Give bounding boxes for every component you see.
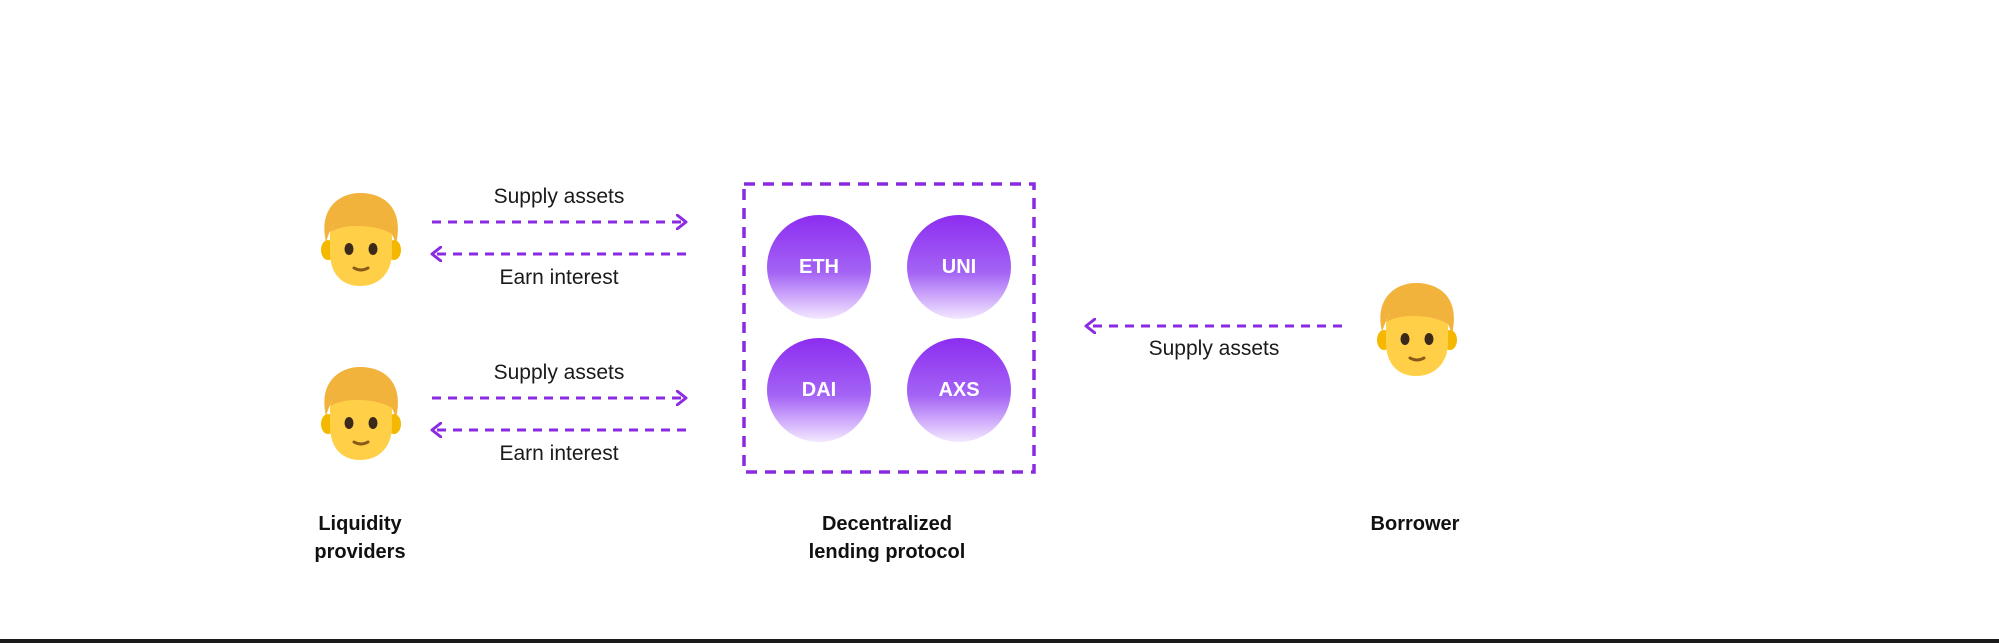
person-blond-hair-icon (1377, 282, 1457, 376)
protocol-box (742, 182, 1036, 474)
token-dai: DAI (767, 338, 871, 442)
person-blond-hair-icon (321, 192, 401, 286)
caption-line: Decentralized (821, 513, 953, 535)
borrower-supply-label: Supply assets (1148, 337, 1280, 360)
person-blond-hair-icon (321, 366, 401, 460)
supply-label-row-2: Supply assets (493, 361, 625, 384)
token-uni: UNI (907, 215, 1011, 319)
borrower-caption: Borrower (1370, 513, 1460, 535)
protocol-caption: Decentralized lending protocol (809, 510, 966, 566)
caption-line: Liquidity (318, 513, 402, 535)
caption-line: providers (314, 541, 406, 563)
earn-label-row-2: Earn interest (499, 442, 619, 465)
token-eth: ETH (767, 215, 871, 319)
token-axs: AXS (907, 338, 1011, 442)
bottom-divider (0, 639, 1999, 643)
caption-line: lending protocol (808, 541, 966, 563)
earn-label-row-1: Earn interest (499, 266, 619, 289)
liquidity-providers-caption: Liquidity providers (314, 510, 405, 566)
supply-label-row-1: Supply assets (493, 185, 625, 208)
